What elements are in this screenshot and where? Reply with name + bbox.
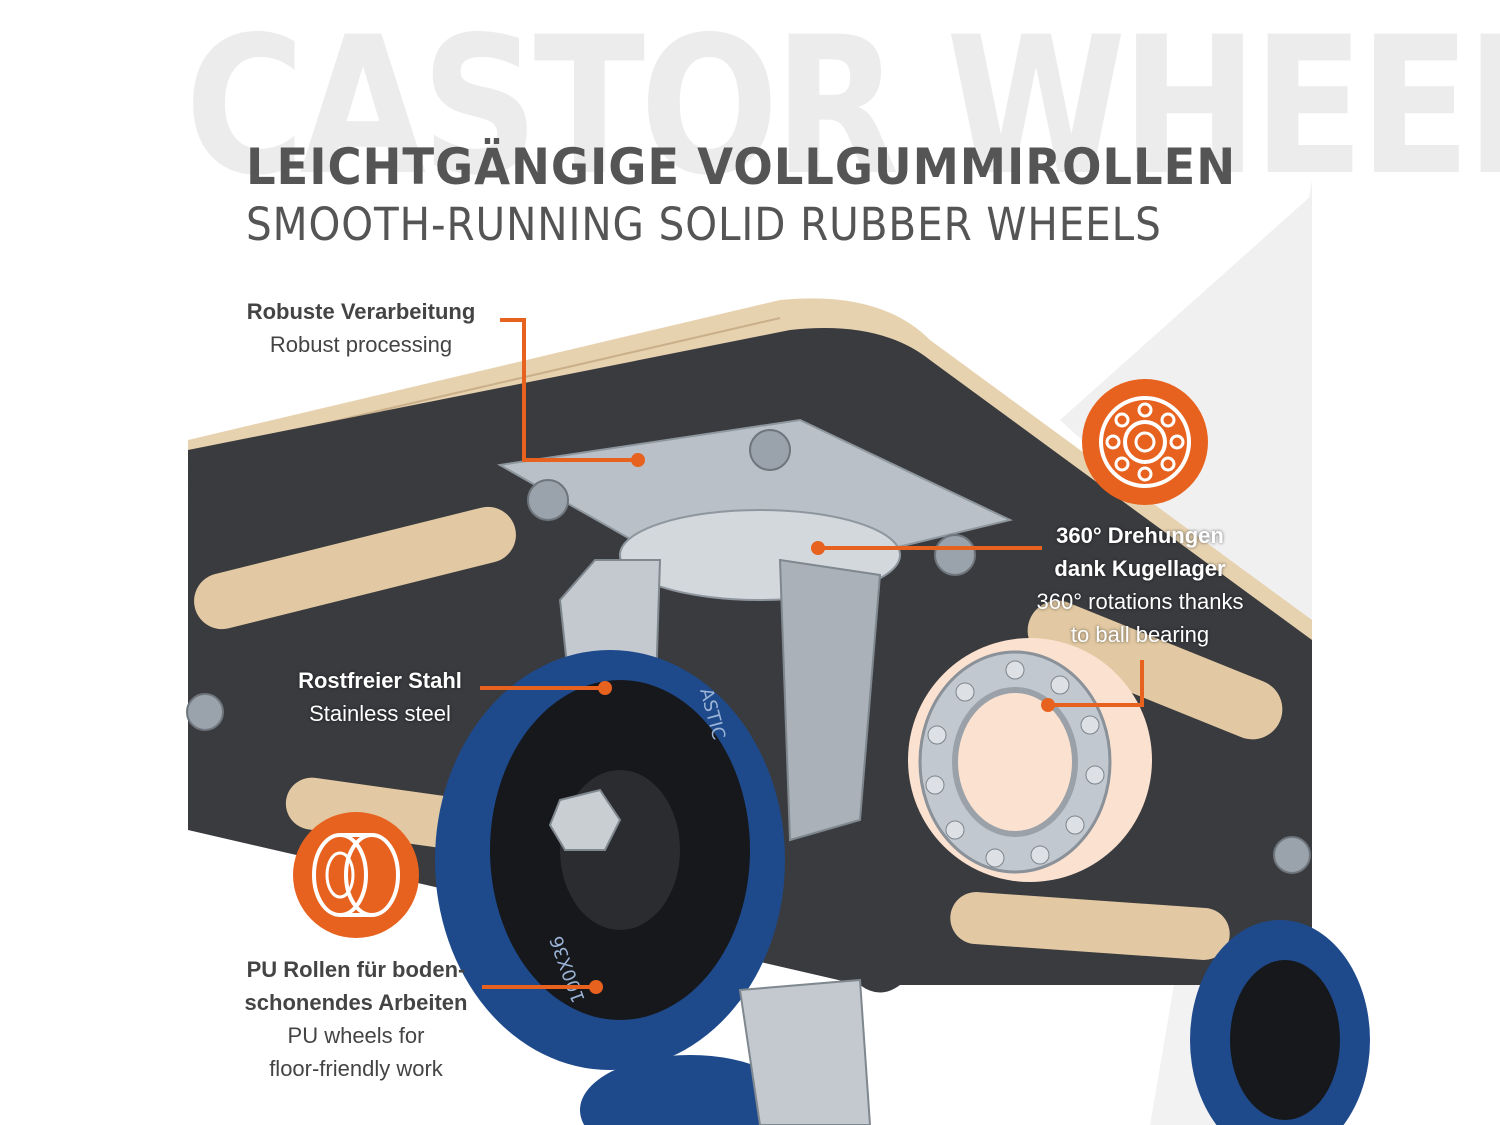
watermark-castor-wheel: CASTOR WHEEL	[185, 0, 1500, 217]
callout-robust-de: Robuste Verarbeitung	[246, 299, 476, 324]
callout-rotation: 360° Drehungen dank Kugellager 360° rota…	[1020, 519, 1260, 651]
callout-steel-en: Stainless steel	[309, 701, 451, 726]
pu-wheel-icon	[293, 812, 419, 938]
callout-pu-de-1: PU Rollen für boden-	[246, 957, 466, 982]
title-english: SMOOTH-RUNNING SOLID RUBBER WHEELS	[246, 198, 1162, 251]
callout-rotation-de-1: 360° Drehungen	[1056, 523, 1224, 548]
callout-lines	[480, 318, 1144, 989]
callout-steel-de: Rostfreier Stahl	[298, 668, 462, 693]
bolts	[186, 429, 1311, 874]
ball-bearing-icon	[1082, 379, 1208, 505]
callout-rotation-de-2: dank Kugellager	[1054, 556, 1226, 581]
wood-slot	[1027, 600, 1283, 740]
callout-pu: PU Rollen für boden- schonendes Arbeiten…	[236, 953, 476, 1085]
callout-robust-en: Robust processing	[269, 332, 453, 357]
callout-rotation-en-2: to ball bearing	[1070, 622, 1210, 647]
wood-slot	[950, 892, 1230, 960]
callout-pu-en-2: floor-friendly work	[269, 1056, 443, 1081]
title-german: LEICHTGÄNGIGE VOLLGUMMIROLLEN	[246, 138, 1237, 196]
callout-robust: Robuste Verarbeitung Robust processing	[236, 295, 486, 361]
axle-bolt	[548, 788, 622, 851]
callout-steel: Rostfreier Stahl Stainless steel	[280, 664, 480, 730]
callout-pu-de-2: schonendes Arbeiten	[244, 990, 468, 1015]
callout-dots	[589, 453, 1055, 994]
callout-rotation-en-1: 360° rotations thanks	[1036, 589, 1244, 614]
callout-pu-en-1: PU wheels for	[287, 1023, 425, 1048]
wood-slot	[194, 506, 516, 630]
